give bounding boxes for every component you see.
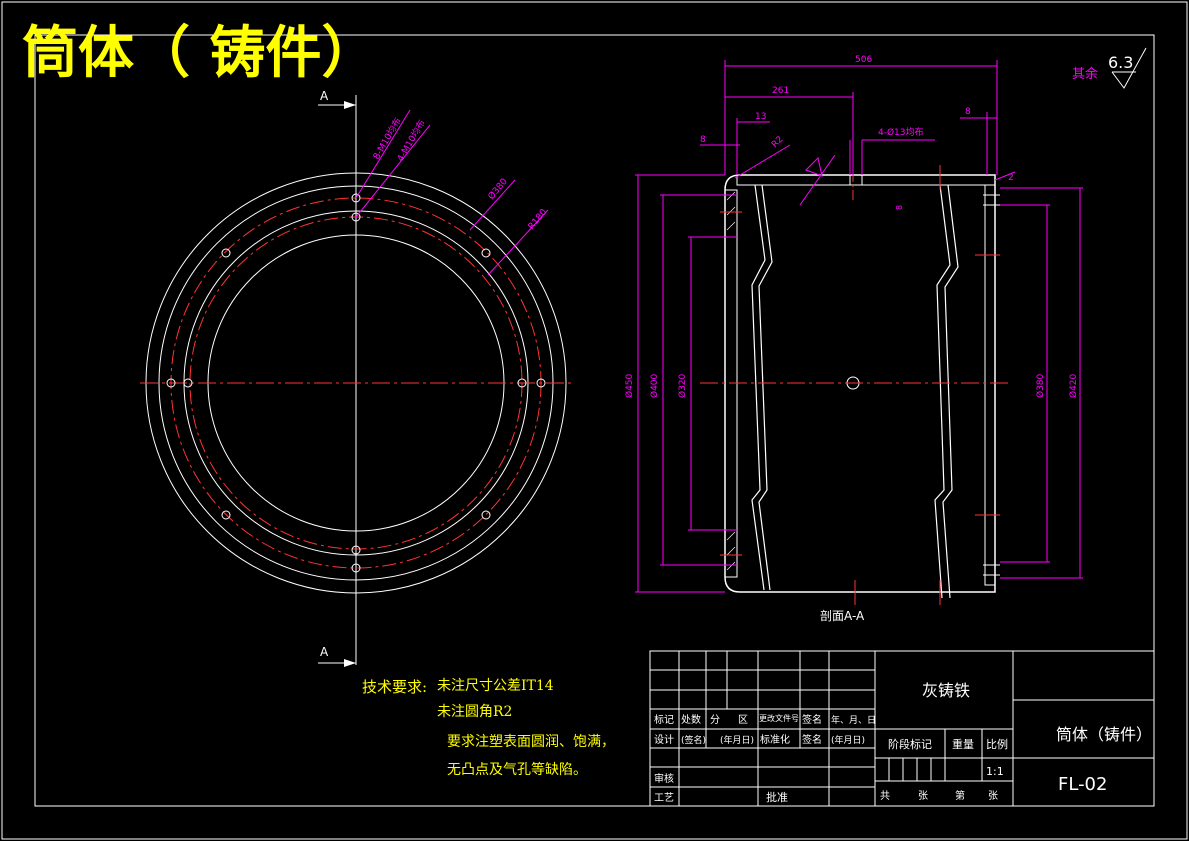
section-label: 剖面A-A [820,609,865,623]
part-name-cell: 筒体（铸件） [1056,725,1152,744]
tb-label-sign: 签名 [802,713,822,726]
section-mark-bottom: A [320,645,329,659]
title-block-text: 灰铸铁 筒体（铸件） FL-02 标记 处数 分 区 更改文件号 签名 年、月、… [654,681,1152,804]
tb-label-mark: 标记 [654,714,674,726]
tech-line-3: 要求注塑表面圆润、饱满， [447,734,615,750]
tb-process: 工艺 [654,792,674,804]
tb-label-div: 分 [710,714,720,726]
tb-label-count: 处数 [681,713,701,726]
tb-review: 审核 [654,772,674,785]
tb-standard: 标准化 [760,733,790,746]
tb-label-change: 更改文件号 [759,713,799,723]
dim-holes: 4-Ø13均布 [878,126,924,138]
section-view: 506 261 13 8 8 4-Ø13均布 R2 8 2 Ø450 Ø400 … [624,55,1083,623]
tb-total-unit: 张 [918,790,928,802]
front-view: A A 8-M10均 [140,89,575,667]
tech-line-4: 无凸点及气孔等缺陷。 [447,761,587,778]
dia-320: Ø320 [677,373,688,398]
roughness-symbol: 其余 6.3 [1072,47,1147,89]
tech-heading: 技术要求: [362,678,427,696]
material-cell: 灰铸铁 [922,681,970,700]
dia-400: Ø400 [649,373,660,398]
tb-sheet-unit: 张 [988,790,998,802]
dim-13: 13 [755,112,766,122]
drawing-no-cell: FL-02 [1058,774,1107,795]
tb-label-zone: 区 [738,714,748,726]
title-block [649,650,1155,807]
dim-8-left: 8 [700,135,706,145]
tb-design-sign: (签名) [681,734,706,746]
roughness-rest-label: 其余 [1072,66,1098,82]
dia-380: Ø380 [1035,373,1046,398]
tb-weight: 重量 [952,737,974,751]
dim-506: 506 [855,55,872,65]
dim-261: 261 [772,86,789,96]
tb-label-date: 年、月、日 [831,714,876,726]
dim-r2: R2 [770,135,786,151]
drawing-title: 筒体（ 铸件） [22,21,378,86]
tb-standard-date: (年月日) [831,734,865,746]
dim-2: 2 [1008,173,1014,183]
tb-design: 设计 [654,733,674,746]
dim-8-right: 8 [965,107,971,117]
dia-420: Ø420 [1068,373,1079,398]
tb-sheet: 第 [955,789,965,802]
tb-scale: 1:1 [986,765,1004,778]
roughness-value: 6.3 [1108,53,1133,72]
tech-line-1: 未注尺寸公差IT14 [437,678,554,694]
tb-stage: 阶段标记 [888,737,932,751]
tech-line-2: 未注圆角R2 [437,704,512,720]
tb-approve: 批准 [766,790,788,804]
dia-450: Ø450 [624,373,635,398]
dim-8-mid: 8 [895,205,904,210]
tb-standard-sign: 签名 [802,733,822,746]
inner-border [34,34,1155,807]
tb-total: 共 [880,790,890,802]
tech-requirements: 技术要求: 未注尺寸公差IT14 未注圆角R2 要求注塑表面圆润、饱满， 无凸点… [362,678,615,778]
tb-design-date: (年月日) [720,734,754,746]
section-mark-top: A [320,89,329,103]
tb-scale-label: 比例 [986,737,1008,751]
callout-r180: R180 [527,207,550,232]
